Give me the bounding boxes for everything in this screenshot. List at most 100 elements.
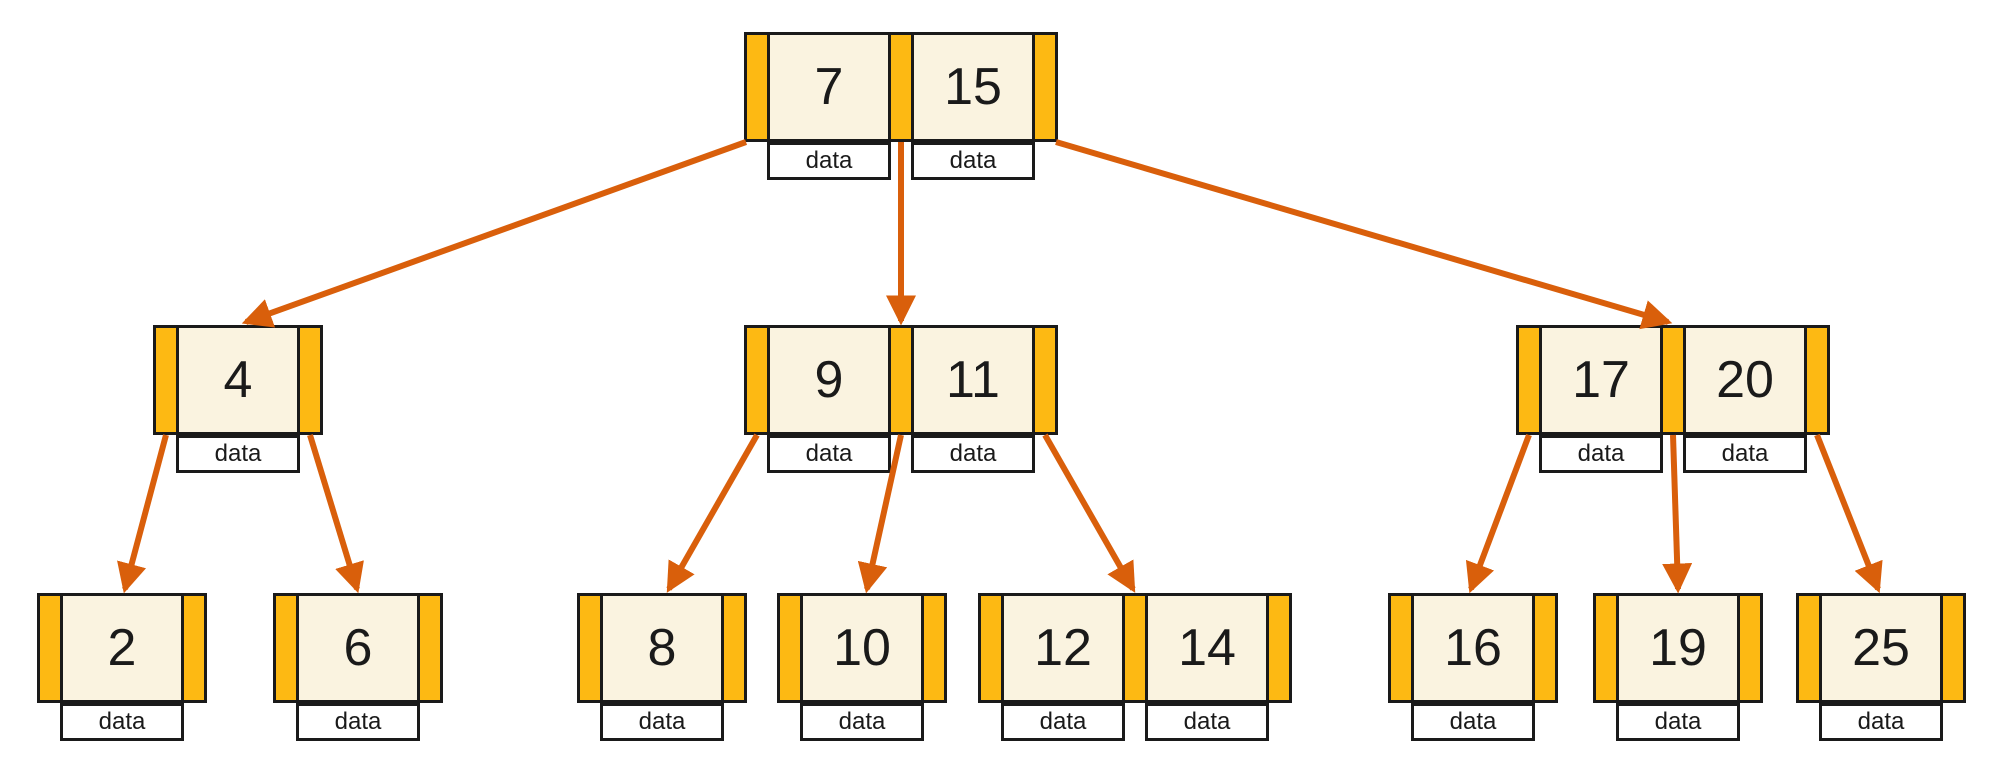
data-box: data bbox=[60, 703, 184, 741]
child-pointer-bar bbox=[724, 596, 744, 700]
data-box: data bbox=[176, 435, 300, 473]
key-value: 14 bbox=[1178, 619, 1236, 677]
key-cell: 25 bbox=[1822, 596, 1940, 700]
key-value: 19 bbox=[1649, 619, 1707, 677]
data-box: data bbox=[296, 703, 420, 741]
node-slots: 9 11 bbox=[744, 325, 1058, 435]
child-pointer-bar bbox=[1535, 596, 1555, 700]
key-value: 15 bbox=[944, 58, 1002, 116]
data-row: data data bbox=[1516, 435, 1830, 473]
data-box-label: data bbox=[638, 708, 686, 735]
key-cell: 12 bbox=[1004, 596, 1122, 700]
btree-node-16: 16 data bbox=[1388, 593, 1558, 741]
data-box: data bbox=[600, 703, 724, 741]
child-pointer-bar bbox=[156, 328, 176, 432]
edge-arrow-7-15-to-17-20 bbox=[1055, 139, 1673, 330]
child-pointer-bar bbox=[1125, 596, 1145, 700]
key-value: 6 bbox=[343, 619, 373, 677]
key-value: 9 bbox=[814, 351, 844, 409]
node-slots: 2 bbox=[37, 593, 207, 703]
data-row: data data bbox=[744, 142, 1058, 180]
child-pointer-bar bbox=[1807, 328, 1827, 432]
data-row: data bbox=[153, 435, 323, 473]
data-box-label: data bbox=[805, 440, 853, 467]
data-box-label: data bbox=[98, 708, 146, 735]
node-slots: 17 20 bbox=[1516, 325, 1830, 435]
data-row: data bbox=[1796, 703, 1966, 741]
child-pointer-bar bbox=[40, 596, 60, 700]
key-value: 20 bbox=[1716, 351, 1774, 409]
data-box-label: data bbox=[949, 440, 997, 467]
child-pointer-bar bbox=[1269, 596, 1289, 700]
key-cell: 11 bbox=[914, 328, 1032, 432]
btree-node-10: 10 data bbox=[777, 593, 947, 741]
node-slots: 10 bbox=[777, 593, 947, 703]
child-pointer-bar bbox=[1035, 328, 1055, 432]
key-value: 11 bbox=[946, 351, 1000, 409]
node-slots: 16 bbox=[1388, 593, 1558, 703]
edge-arrow-9-11-to-12-14 bbox=[1042, 433, 1136, 593]
key-cell: 17 bbox=[1542, 328, 1660, 432]
key-cell: 4 bbox=[179, 328, 297, 432]
child-pointer-bar bbox=[1740, 596, 1760, 700]
edge-arrow-7-15-to-4 bbox=[241, 139, 748, 328]
child-pointer-bar bbox=[891, 328, 911, 432]
child-pointer-bar bbox=[1391, 596, 1411, 700]
data-box-label: data bbox=[1183, 708, 1231, 735]
data-box-label: data bbox=[1039, 708, 1087, 735]
data-row: data bbox=[1593, 703, 1763, 741]
key-value: 16 bbox=[1444, 619, 1502, 677]
child-pointer-bar bbox=[420, 596, 440, 700]
key-value: 8 bbox=[647, 619, 677, 677]
btree-node-19: 19 data bbox=[1593, 593, 1763, 741]
key-cell: 8 bbox=[603, 596, 721, 700]
node-slots: 25 bbox=[1796, 593, 1966, 703]
key-cell: 2 bbox=[63, 596, 181, 700]
data-box: data bbox=[911, 435, 1035, 473]
btree-node-12-14: 12 14 data data bbox=[978, 593, 1292, 741]
key-value: 2 bbox=[107, 619, 137, 677]
key-cell: 20 bbox=[1686, 328, 1804, 432]
data-box: data bbox=[1616, 703, 1740, 741]
data-box-label: data bbox=[1721, 440, 1769, 467]
child-pointer-bar bbox=[780, 596, 800, 700]
node-slots: 8 bbox=[577, 593, 747, 703]
child-pointer-bar bbox=[747, 328, 767, 432]
data-box-label: data bbox=[838, 708, 886, 735]
child-pointer-bar bbox=[184, 596, 204, 700]
child-pointer-bar bbox=[924, 596, 944, 700]
data-box: data bbox=[1539, 435, 1663, 473]
data-box: data bbox=[1411, 703, 1535, 741]
data-row: data bbox=[1388, 703, 1558, 741]
data-box: data bbox=[1145, 703, 1269, 741]
node-slots: 12 14 bbox=[978, 593, 1292, 703]
child-pointer-bar bbox=[580, 596, 600, 700]
data-box: data bbox=[1683, 435, 1807, 473]
data-box-label: data bbox=[1449, 708, 1497, 735]
data-box: data bbox=[1001, 703, 1125, 741]
child-pointer-bar bbox=[300, 328, 320, 432]
key-cell: 14 bbox=[1148, 596, 1266, 700]
data-row: data data bbox=[744, 435, 1058, 473]
key-value: 12 bbox=[1034, 619, 1092, 677]
btree-node-9-11: 9 11 data data bbox=[744, 325, 1058, 473]
btree-node-7-15: 7 15 data data bbox=[744, 32, 1058, 180]
data-row: data bbox=[37, 703, 207, 741]
node-slots: 4 bbox=[153, 325, 323, 435]
data-box-label: data bbox=[949, 147, 997, 174]
data-box-label: data bbox=[1654, 708, 1702, 735]
child-pointer-bar bbox=[1519, 328, 1539, 432]
data-box-label: data bbox=[1577, 440, 1625, 467]
btree-node-2: 2 data bbox=[37, 593, 207, 741]
key-value: 17 bbox=[1572, 351, 1630, 409]
key-cell: 10 bbox=[803, 596, 921, 700]
key-cell: 7 bbox=[770, 35, 888, 139]
child-pointer-bar bbox=[747, 35, 767, 139]
child-pointer-bar bbox=[1596, 596, 1616, 700]
data-box-label: data bbox=[1857, 708, 1905, 735]
child-pointer-bar bbox=[891, 35, 911, 139]
child-pointer-bar bbox=[981, 596, 1001, 700]
data-box: data bbox=[767, 142, 891, 180]
node-slots: 6 bbox=[273, 593, 443, 703]
